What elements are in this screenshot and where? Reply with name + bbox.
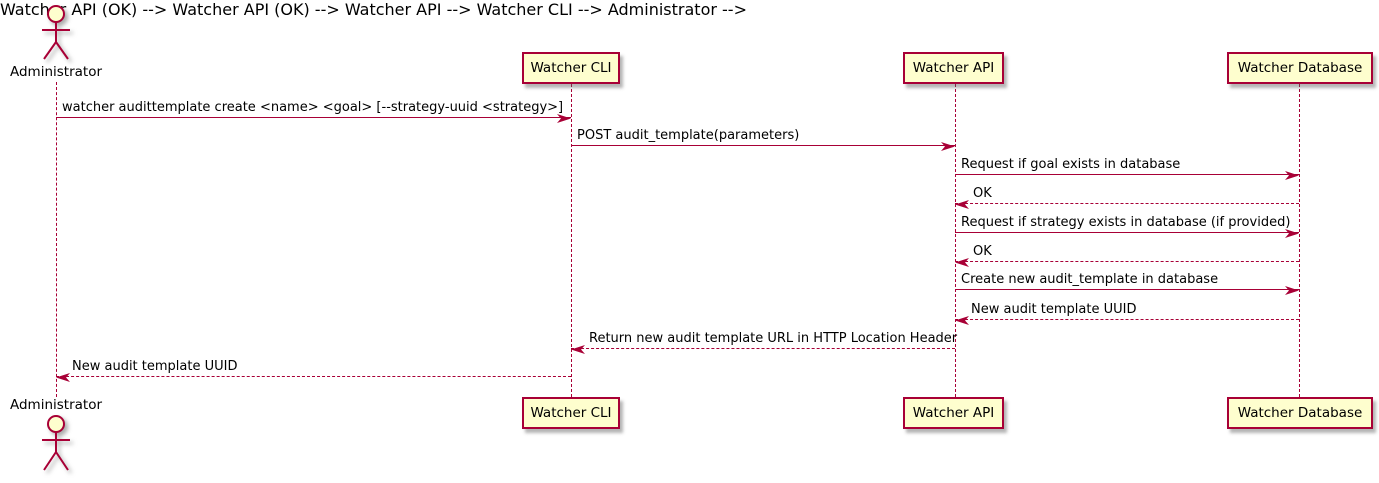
message-arrow-6 bbox=[955, 261, 1299, 262]
participant-watcher-database-bottom: Watcher Database bbox=[1227, 397, 1373, 429]
message-arrow-1 bbox=[56, 117, 571, 118]
arrowhead-right-icon bbox=[1285, 171, 1299, 180]
message-label-2: POST audit_template(parameters) bbox=[577, 128, 800, 143]
arrowhead-left-icon bbox=[955, 316, 969, 325]
arrowhead-left-icon bbox=[571, 345, 585, 354]
lifeline-watcher-api bbox=[955, 84, 956, 397]
arrowhead-right-icon bbox=[1285, 229, 1299, 238]
message-label-9: Return new audit template URL in HTTP Lo… bbox=[589, 331, 958, 346]
message-label-5: Request if strategy exists in database (… bbox=[961, 215, 1291, 230]
actor-icon-top bbox=[42, 5, 70, 60]
arrowhead-left-icon bbox=[955, 200, 969, 209]
lifeline-watcher-cli bbox=[571, 84, 572, 397]
message-label-3: Request if goal exists in database bbox=[961, 157, 1181, 172]
message-label-8: New audit template UUID bbox=[971, 302, 1137, 317]
message-arrow-8 bbox=[955, 319, 1299, 320]
message-label-6: OK bbox=[973, 244, 992, 259]
message-label-7: Create new audit_template in database bbox=[961, 272, 1219, 287]
message-arrow-5 bbox=[955, 232, 1299, 233]
message-label-1: watcher audittemplate create <name> <goa… bbox=[62, 100, 564, 115]
arrowhead-right-icon bbox=[1285, 286, 1299, 295]
arrowhead-left-icon bbox=[955, 258, 969, 267]
participant-watcher-database-top: Watcher Database bbox=[1227, 52, 1373, 84]
actor-label-top: Administrator bbox=[9, 64, 103, 80]
participant-watcher-api-bottom: Watcher API bbox=[903, 397, 1004, 429]
message-arrow-3 bbox=[955, 174, 1299, 175]
lifeline-administrator bbox=[56, 82, 57, 397]
message-arrow-7 bbox=[955, 289, 1299, 290]
message-arrow-2 bbox=[571, 145, 955, 146]
arrowhead-left-icon bbox=[56, 373, 70, 382]
actor-icon-bottom bbox=[42, 415, 70, 471]
arrowhead-right-icon bbox=[941, 142, 955, 151]
participant-watcher-cli-top: Watcher CLI bbox=[522, 52, 620, 84]
participant-watcher-api-top: Watcher API bbox=[903, 52, 1004, 84]
message-arrow-10 bbox=[56, 376, 571, 377]
message-label-10: New audit template UUID bbox=[72, 359, 238, 374]
lifeline-watcher-database bbox=[1299, 84, 1300, 397]
message-arrow-4 bbox=[955, 203, 1299, 204]
message-label-4: OK bbox=[973, 186, 992, 201]
arrowhead-right-icon bbox=[557, 114, 571, 123]
actor-label-bottom: Administrator bbox=[9, 397, 103, 413]
message-arrow-9 bbox=[571, 348, 955, 349]
participant-watcher-cli-bottom: Watcher CLI bbox=[522, 397, 620, 429]
